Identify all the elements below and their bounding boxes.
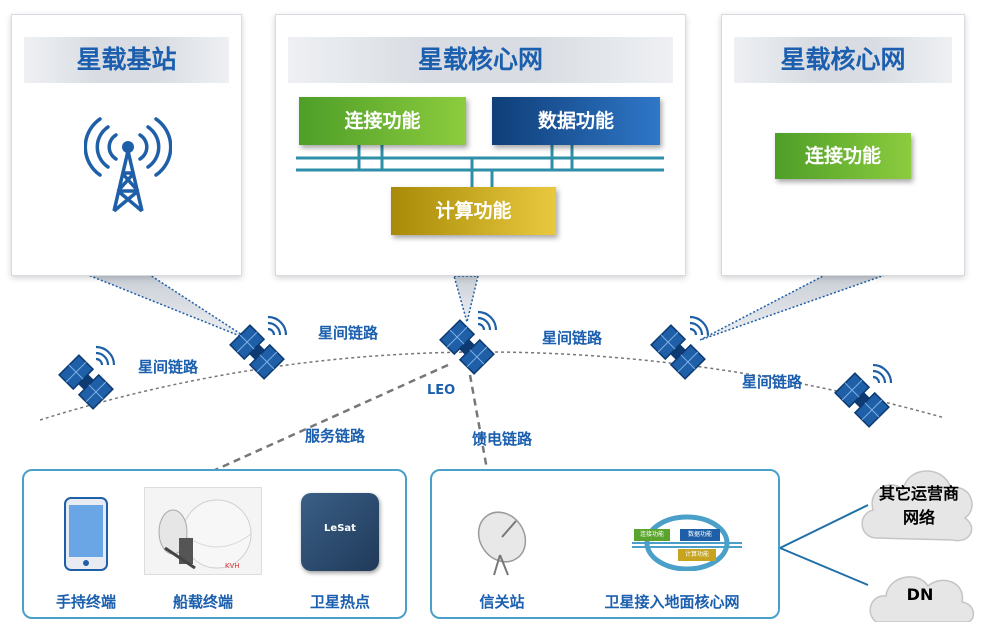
service-link-label: 服务链路 [305, 427, 366, 445]
connect-function: 连接功能 [775, 133, 911, 179]
panel-title: 星载基站 [24, 37, 229, 83]
data-function: 数据功能 [492, 97, 660, 145]
ship-brand-text: KVH [225, 562, 240, 570]
panel-core-full: 星载核心网 连接功能 数据功能 计算功能 [275, 14, 686, 276]
beam-right [699, 274, 886, 341]
ground-network-box: 连接功能 数据功能 计算功能 信关站 卫星接入地面核心网 [430, 469, 780, 619]
ship-terminal-label: 船载终端 [172, 593, 233, 611]
bus-lines [296, 145, 664, 187]
feeder-link-label: 馈电链路 [472, 430, 533, 448]
panel-title: 星载核心网 [734, 37, 952, 83]
isl-label-center-left: 星间链路 [318, 324, 379, 342]
signal-waves-icon [871, 363, 893, 385]
mini-compute-function: 计算功能 [678, 549, 716, 561]
satellite-dish-icon [477, 511, 527, 576]
satellite-icon [834, 372, 890, 428]
signal-waves-icon [476, 310, 498, 332]
connect-function: 连接功能 [299, 97, 466, 145]
isl-label-left: 星间链路 [138, 358, 199, 376]
panel-base-station: 星载基站 [11, 14, 242, 276]
signal-waves-icon [266, 315, 288, 337]
feeder-link [468, 374, 499, 526]
cloud-icon [869, 576, 975, 622]
service-link [214, 363, 449, 472]
isl-label-right: 星间链路 [742, 373, 803, 391]
cloud-link-upper [779, 504, 869, 549]
ground-core-mini: 连接功能 数据功能 计算功能 [622, 511, 752, 571]
beam-left [87, 274, 251, 341]
dn-cloud-label: DN [906, 585, 934, 604]
hotspot-brand-text: LeSat [324, 523, 356, 534]
gateway-label: 信关站 [479, 593, 525, 611]
isl-label-center-right: 星间链路 [542, 329, 603, 347]
hotspot-device: LeSat [301, 493, 379, 571]
ground-core-label: 卫星接入地面核心网 [604, 593, 740, 611]
cell-tower-icon [84, 117, 172, 213]
orbit-label: LEO [427, 383, 456, 398]
panel-title: 星载核心网 [288, 37, 673, 83]
beam-center [453, 275, 479, 325]
panel-core-lite: 星载核心网 连接功能 [721, 14, 965, 276]
cloud-link-lower [779, 547, 869, 586]
mini-data-function: 数据功能 [680, 529, 720, 541]
other-operators-cloud-label: 其它运营商网络 [878, 484, 959, 527]
signal-waves-icon [94, 345, 116, 367]
handheld-terminal-label: 手持终端 [55, 593, 116, 611]
signal-waves-icon [688, 315, 710, 337]
cloud-icon [861, 470, 973, 542]
ship-terminal-image: KVH [144, 487, 262, 575]
phone-icon [64, 497, 108, 571]
hotspot-terminal-label: 卫星热点 [309, 593, 370, 611]
terminals-box: KVH LeSat 手持终端 船载终端 卫星热点 [22, 469, 407, 619]
mini-connect-function: 连接功能 [634, 529, 670, 541]
compute-function: 计算功能 [391, 187, 556, 235]
